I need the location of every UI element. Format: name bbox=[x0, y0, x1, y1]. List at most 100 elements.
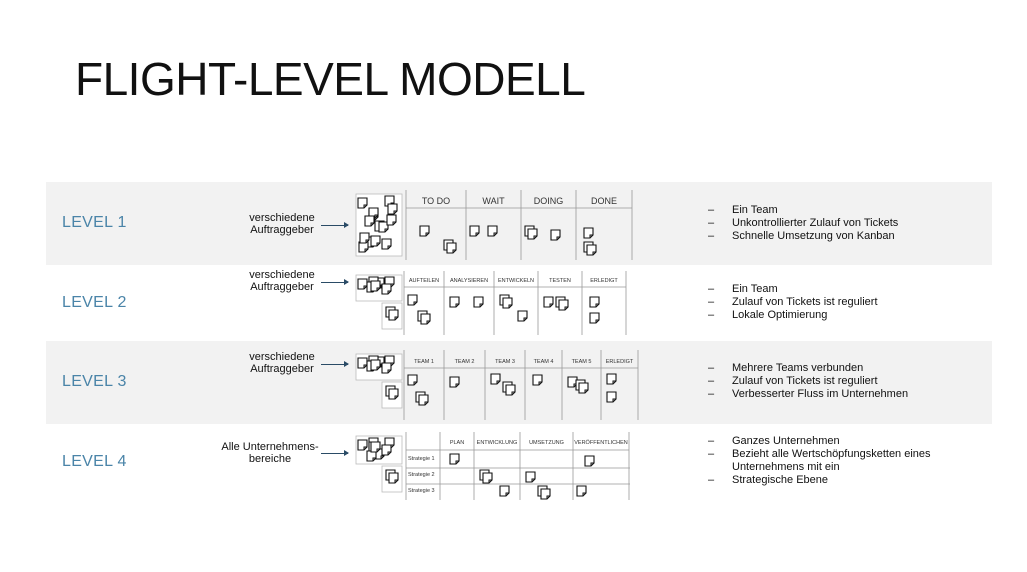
level-4-ticket-pile-note bbox=[370, 441, 381, 453]
level-3-ticket-pile-note bbox=[370, 359, 381, 371]
level-2-client-line-1: verschiedene bbox=[249, 269, 315, 281]
level-2-card bbox=[543, 296, 554, 308]
level-4-label: LEVEL 4 bbox=[62, 453, 127, 470]
level-1-ticket-pile-note bbox=[357, 197, 368, 209]
level-4-bullet-2: Bezieht alle Wertschöpfungsketten eines … bbox=[708, 448, 948, 474]
level-3-column-header: TEAM 4 bbox=[534, 359, 554, 365]
level-1-card-stack-b bbox=[527, 228, 538, 240]
level-1-bullet-2: Unkontrollierter Zulauf von Tickets bbox=[708, 217, 898, 230]
level-2-bullet-3: Lokale Optimierung bbox=[708, 309, 878, 322]
level-4-card-stack-b bbox=[540, 488, 551, 500]
level-2-card bbox=[407, 294, 418, 306]
level-3-bullet-3: Verbesserter Fluss im Unternehmen bbox=[708, 388, 908, 401]
level-4-row-label: Strategie 2 bbox=[408, 472, 435, 478]
level-1-band: LEVEL 1 verschiedene Auftraggeber TO DO W… bbox=[46, 182, 992, 265]
level-1-bullet-3: Schnelle Umsetzung von Kanban bbox=[708, 230, 898, 243]
level-1-bullet-1: Ein Team bbox=[708, 204, 898, 217]
level-3-ticket-pile-note bbox=[357, 357, 368, 369]
level-4-ticket-pile bbox=[357, 437, 395, 462]
level-2-arrow bbox=[321, 279, 349, 285]
level-3-arrow bbox=[321, 361, 349, 367]
level-3-card-stack-b bbox=[505, 384, 516, 396]
level-4-card bbox=[576, 485, 587, 497]
level-4-board: Strategie 1 Strategie 2 Strategie 3 PLAN ENT… bbox=[355, 432, 630, 500]
level-3-client-line-2: Auftraggeber bbox=[250, 363, 314, 375]
level-4-client-line-2: bereiche bbox=[248, 453, 292, 465]
level-2-bullets: Ein Team Zulauf von Tickets ist regulier… bbox=[708, 283, 878, 322]
level-2-wip-stack-b bbox=[388, 309, 399, 321]
level-3-card-stack-b bbox=[418, 394, 429, 406]
level-1-label: LEVEL 1 bbox=[62, 214, 127, 231]
level-2-card bbox=[517, 310, 528, 322]
level-1-card-stack-b bbox=[586, 244, 597, 256]
slide-title: FLIGHT-LEVEL MODELL bbox=[75, 53, 586, 105]
level-3-client: verschiedene Auftraggeber bbox=[212, 351, 352, 375]
level-1-card bbox=[583, 227, 594, 239]
level-2-bullet-2: Zulauf von Tickets ist reguliert bbox=[708, 296, 878, 309]
level-3-card bbox=[449, 376, 460, 388]
level-1-column-header: DOING bbox=[534, 196, 564, 206]
level-1-ticket-pile-note bbox=[370, 235, 381, 247]
level-1-client: verschiedene Auftraggeber bbox=[212, 212, 352, 236]
level-4-row-label: Strategie 1 bbox=[408, 456, 435, 462]
level-4-bullet-1: Ganzes Unternehmen bbox=[708, 435, 948, 448]
level-3-band: LEVEL 3 verschiedene Auftraggeber TEAM 1… bbox=[46, 341, 992, 424]
level-4-arrow bbox=[321, 450, 349, 456]
level-4-ticket-pile-note bbox=[381, 444, 392, 456]
level-4-card bbox=[525, 471, 536, 483]
level-3-card bbox=[407, 374, 418, 386]
level-2-column-header: TESTEN bbox=[549, 278, 571, 284]
level-4-column-header: UMSETZUNG bbox=[529, 440, 564, 446]
level-3-bullets: Mehrere Teams verbunden Zulauf von Ticke… bbox=[708, 362, 908, 401]
level-3-card-stack-b bbox=[578, 382, 589, 394]
level-1-card bbox=[487, 225, 498, 237]
level-1-ticket-pile-note bbox=[381, 238, 392, 250]
level-4-bullets: Ganzes Unternehmen Bezieht alle Wertschö… bbox=[708, 435, 948, 487]
level-3-card bbox=[606, 373, 617, 385]
level-1-column-header: TO DO bbox=[422, 196, 450, 206]
level-2-card bbox=[449, 296, 460, 308]
level-3-card bbox=[490, 373, 501, 385]
level-2-label: LEVEL 2 bbox=[62, 294, 127, 311]
level-1-column-header: DONE bbox=[591, 196, 617, 206]
level-1-card bbox=[550, 229, 561, 241]
level-3-column-header: TEAM 5 bbox=[572, 359, 592, 365]
level-1-board: TO DO WAIT DOING DONE bbox=[355, 190, 633, 260]
level-2-column-header: ENTWICKELN bbox=[498, 278, 534, 284]
level-1-column-header: WAIT bbox=[482, 196, 505, 206]
level-4-bullet-3: Strategische Ebene bbox=[708, 474, 948, 487]
level-3-card bbox=[532, 374, 543, 386]
level-2-column-header: ANALYSIEREN bbox=[450, 278, 488, 284]
level-2-client-line-2: Auftraggeber bbox=[250, 281, 314, 293]
level-3-bullet-2: Zulauf von Tickets ist reguliert bbox=[708, 375, 908, 388]
level-3-wip-stack-b bbox=[388, 388, 399, 400]
level-3-ticket-pile-note bbox=[381, 362, 392, 374]
level-1-ticket-pile-note bbox=[386, 214, 397, 226]
level-1-ticket-pile bbox=[357, 195, 398, 253]
level-1-client-line-2: Auftraggeber bbox=[250, 224, 314, 236]
level-2-band: LEVEL 2 verschiedene Auftraggeber AUFTEI… bbox=[46, 265, 992, 341]
level-4-card bbox=[449, 453, 460, 465]
level-4-client-line-1: Alle Unternehmens- bbox=[221, 441, 319, 453]
level-2-bullet-1: Ein Team bbox=[708, 283, 878, 296]
level-2-ticket-pile-note bbox=[381, 283, 392, 295]
level-4-band: LEVEL 4 Alle Unternehmens- bereiche Stra… bbox=[46, 424, 992, 506]
level-3-column-header: TEAM 1 bbox=[414, 359, 434, 365]
level-1-card-stack-b bbox=[446, 242, 457, 254]
level-4-ticket-pile-note bbox=[357, 439, 368, 451]
level-4-row-label: Strategie 3 bbox=[408, 488, 435, 494]
level-2-card bbox=[589, 312, 600, 324]
level-3-column-header: TEAM 3 bbox=[495, 359, 515, 365]
level-3-ticket-pile bbox=[357, 355, 395, 374]
level-4-column-header: PLAN bbox=[450, 440, 464, 446]
level-2-client: verschiedene Auftraggeber bbox=[212, 269, 352, 293]
level-4-wip-stack-b bbox=[388, 472, 399, 484]
level-2-card-stack-b bbox=[558, 299, 569, 311]
level-2-ticket-pile bbox=[357, 276, 395, 295]
level-1-client-line-1: verschiedene bbox=[249, 212, 315, 224]
level-1-card bbox=[469, 225, 480, 237]
level-4-column-header: ENTWICKLUNG bbox=[477, 440, 518, 446]
level-1-arrow bbox=[321, 222, 349, 228]
